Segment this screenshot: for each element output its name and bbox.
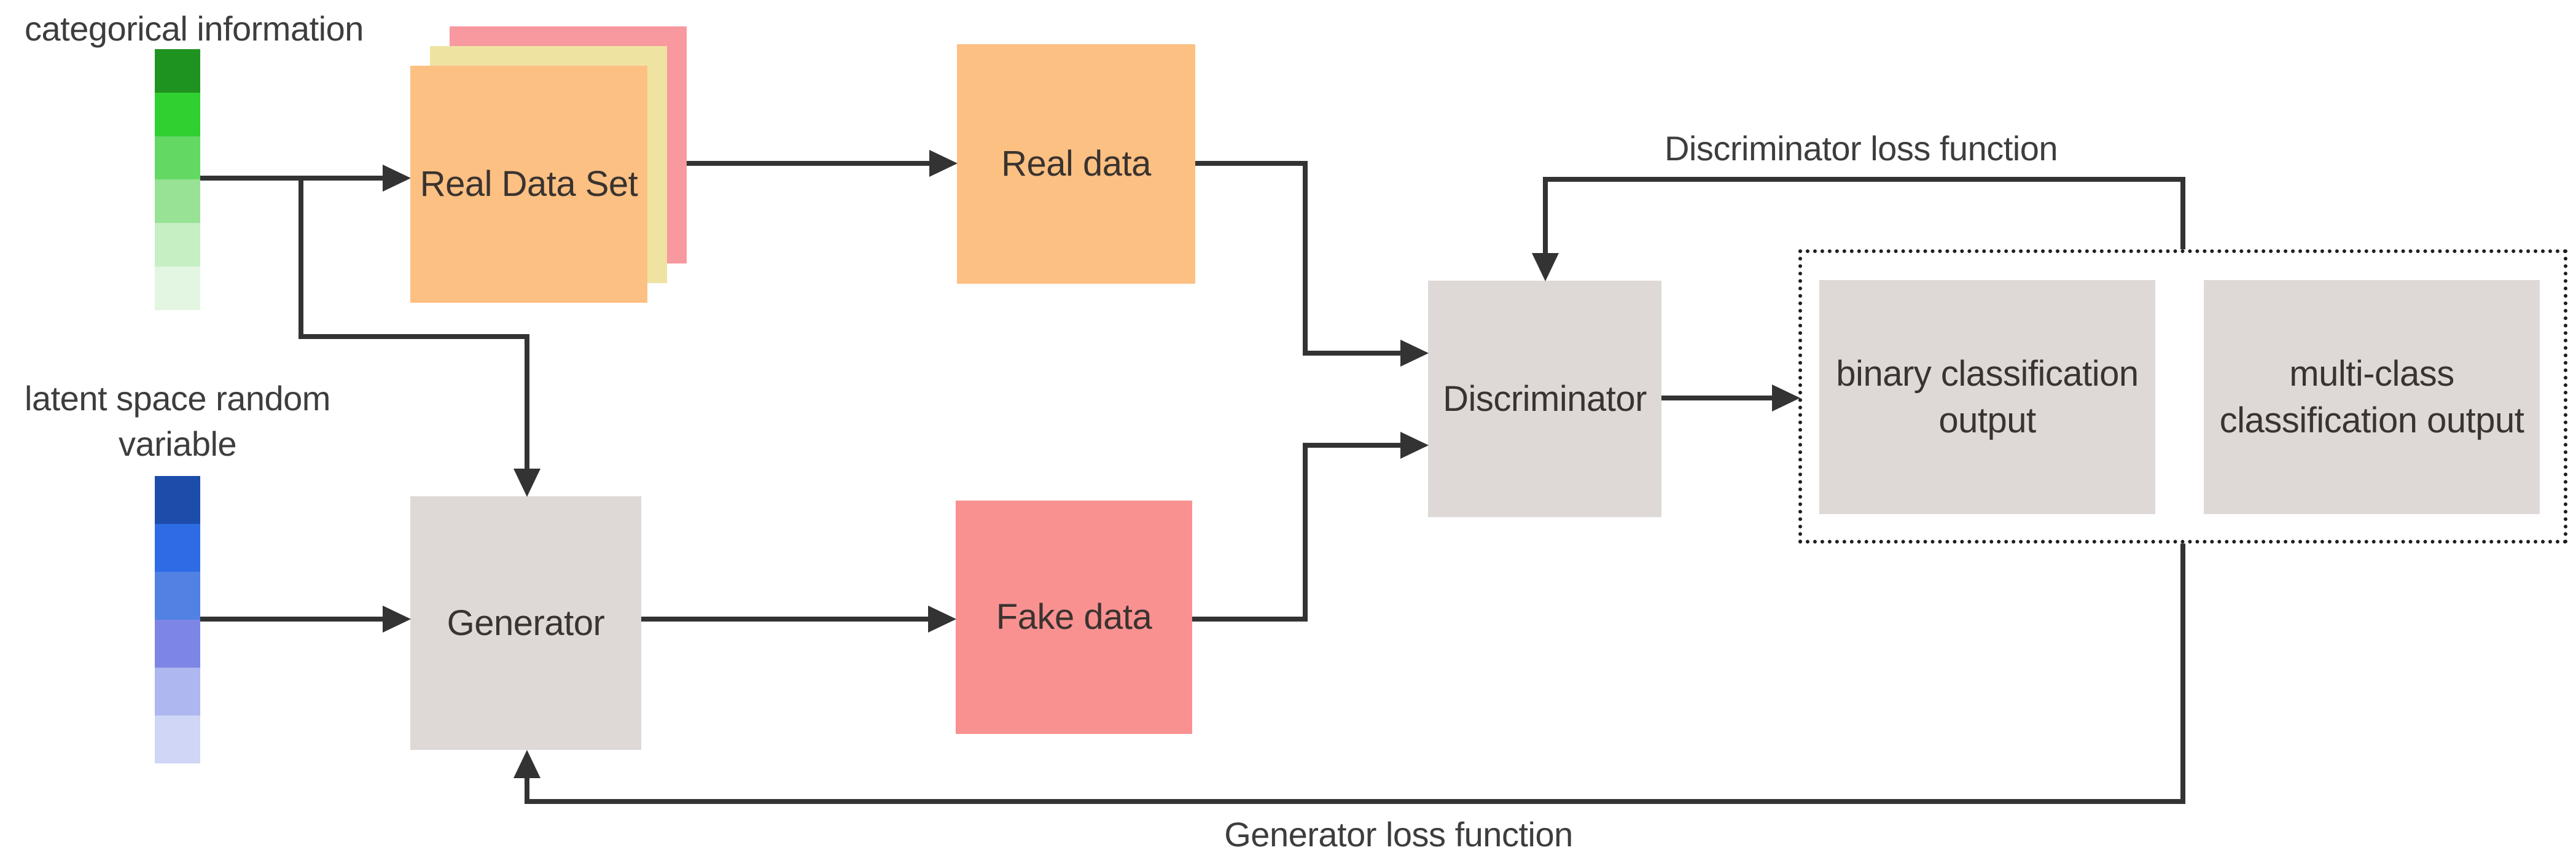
discriminator-node: Discriminator (1428, 281, 1661, 517)
connector-categorical-to-realdataset (200, 176, 384, 181)
connector-realdata-out-horizontal (1195, 161, 1308, 166)
multiclass-output-node: multi-class classification output (2204, 280, 2540, 514)
connector-generator-loss-rise (525, 778, 529, 804)
binary-output-label-line2: output (1938, 400, 2036, 440)
colorbar-segment (155, 179, 200, 224)
connector-fakedata-out-horizontal (1192, 617, 1308, 622)
arrowhead-into-discriminator-lower (1400, 432, 1429, 459)
latent-space-label: latent space random variable (12, 376, 343, 467)
real-data-set-label: Real Data Set (420, 164, 638, 204)
arrowhead-into-discriminator-top (1532, 253, 1559, 281)
arrowhead-into-fakedata (928, 606, 956, 633)
generator-loss-label: Generator loss function (1224, 815, 1573, 854)
arrowhead-into-generator-top (513, 469, 541, 497)
colorbar-segment (155, 49, 200, 93)
colorbar-segment (155, 716, 200, 763)
connector-realdataset-to-realdata (687, 161, 931, 166)
real-data-node: Real data (957, 44, 1195, 284)
binary-output-label-line1: binary classification (1836, 353, 2139, 394)
connector-outputs-to-generator-loss (2180, 544, 2185, 804)
real-data-set-node: Real Data Set (410, 66, 647, 303)
connector-discriminator-loss-drop (1543, 177, 1548, 255)
connector-realdata-to-discriminator (1303, 351, 1402, 356)
connector-categorical-branch-vertical (299, 176, 303, 339)
arrowhead-into-discriminator-upper (1400, 340, 1429, 367)
connector-generator-to-fakedata (641, 617, 930, 622)
arrowhead-into-generator-bottom (513, 750, 541, 778)
connector-fakedata-to-discriminator (1303, 443, 1402, 448)
arrowhead-into-realdata (929, 150, 958, 177)
fake-data-node: Fake data (956, 501, 1192, 734)
outputs-dotted-container (1798, 249, 2567, 544)
generator-label: Generator (447, 603, 605, 643)
colorbar-segment (155, 668, 200, 716)
arrowhead-into-outputs (1772, 384, 1800, 411)
colorbar-segment (155, 620, 200, 668)
latent-space-label-line1: latent space random (25, 379, 330, 418)
connector-latent-to-generator (200, 617, 384, 622)
colorbar-segment (155, 136, 200, 180)
multiclass-output-label-line2: classification output (2219, 400, 2524, 440)
fake-data-label: Fake data (996, 597, 1152, 637)
connector-outputs-to-discriminator-loss (2180, 177, 2185, 249)
connector-generator-loss-horizontal (525, 799, 2185, 804)
arrowhead-into-generator-left (383, 606, 411, 633)
connector-realdata-out-vertical (1303, 161, 1308, 356)
discriminator-loss-label: Discriminator loss function (1664, 129, 2058, 168)
arrowhead-into-realdataset (383, 165, 411, 192)
latent-space-colorbar (155, 476, 200, 763)
colorbar-segment (155, 476, 200, 524)
multiclass-output-label-line1: multi-class (2289, 353, 2454, 394)
colorbar-segment (155, 223, 200, 267)
connector-fakedata-out-vertical (1303, 443, 1308, 622)
colorbar-segment (155, 572, 200, 620)
generator-node: Generator (410, 496, 641, 750)
connector-discriminator-loss-horizontal (1543, 177, 2185, 182)
real-data-label: Real data (1001, 144, 1151, 184)
colorbar-segment (155, 267, 200, 310)
colorbar-segment (155, 524, 200, 572)
discriminator-label: Discriminator (1443, 378, 1647, 419)
connector-categorical-branch-horizontal (299, 334, 529, 339)
colorbar-segment (155, 92, 200, 136)
binary-output-node: binary classification output (1819, 280, 2155, 514)
latent-space-label-line2: variable (118, 424, 237, 463)
categorical-information-label: categorical information (25, 9, 364, 48)
connector-discriminator-to-outputs (1661, 396, 1774, 400)
categorical-information-colorbar (155, 49, 200, 310)
connector-categorical-to-generator (525, 334, 529, 470)
